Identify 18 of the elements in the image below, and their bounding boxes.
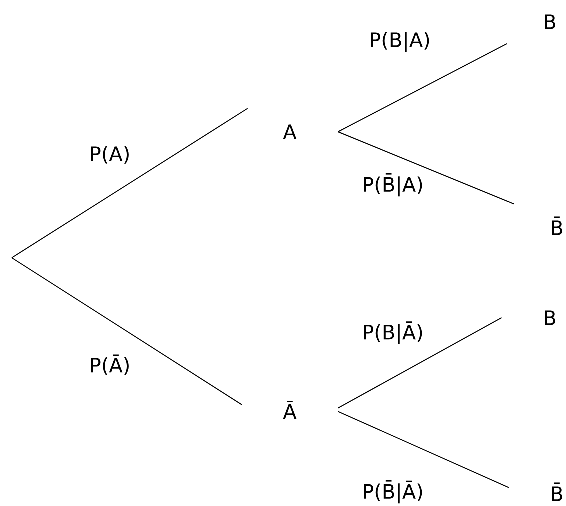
branch-line [12, 108, 248, 258]
branch-line [338, 132, 515, 205]
outcome-label: A [283, 124, 297, 140]
outcome-label: Ā [283, 401, 297, 419]
probability-label: P(B|Ā) [361, 320, 425, 346]
branch-line [338, 43, 508, 132]
probability-label: P(B̄|A) [361, 172, 425, 198]
branch-line [12, 258, 243, 406]
outcome-label: B [545, 310, 556, 326]
outcome-label: B̄ [552, 216, 562, 236]
probability-label: P(B̄|Ā) [361, 479, 425, 505]
branch-line [338, 318, 502, 409]
probability-label: P(B|A) [368, 31, 432, 53]
probability-label: P(Ā) [88, 354, 132, 376]
branch-line [338, 411, 510, 488]
outcome-label: B̄ [552, 482, 562, 502]
probability-label: P(A) [88, 145, 132, 165]
outcome-label: B [545, 14, 556, 30]
